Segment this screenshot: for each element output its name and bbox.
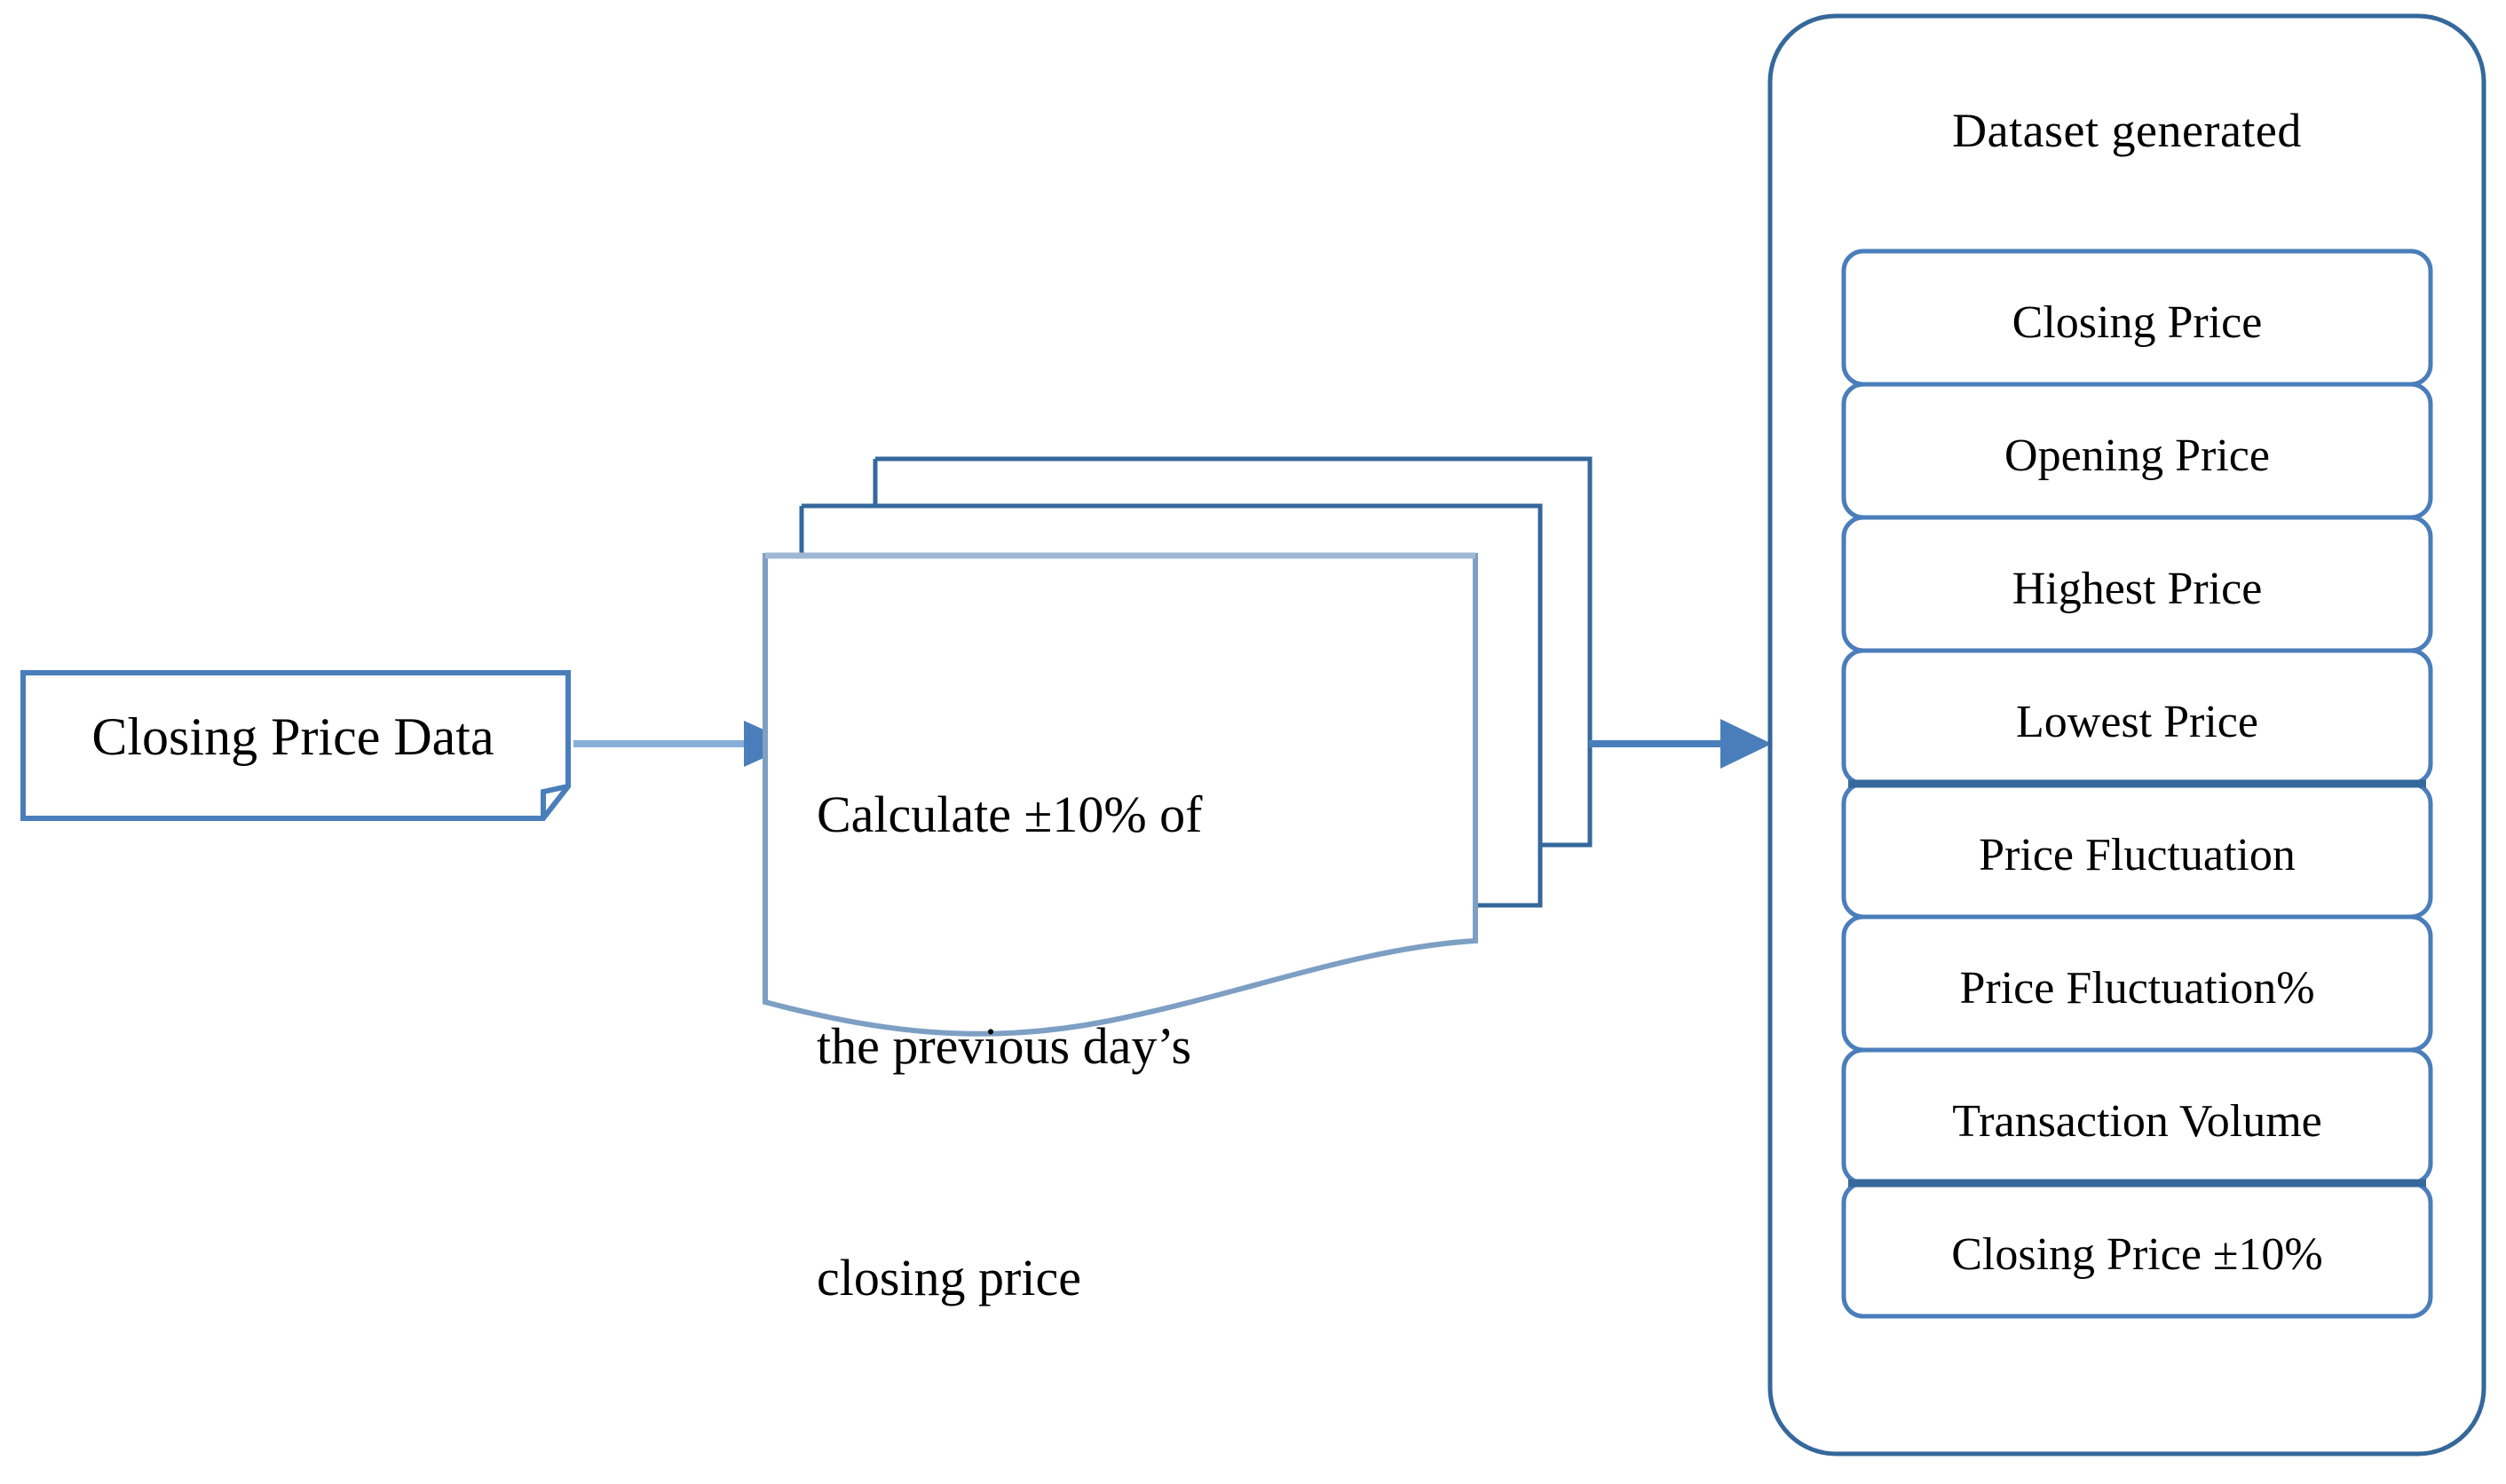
process-document-text: Calculate ±10% of the previous day’s clo… xyxy=(817,621,1545,1484)
source-document-label: Closing Price Data xyxy=(91,707,494,766)
dataset-item-boxes xyxy=(1841,249,2433,1319)
arrow-source-to-process xyxy=(573,721,795,767)
arrow-process-to-panel xyxy=(1589,719,1772,769)
dataset-panel-title: Dataset generated xyxy=(1952,104,2302,157)
process-text-line-2: the previous day’s xyxy=(817,1017,1192,1075)
dataset-item-label-lowest-price: Lowest Price xyxy=(2016,697,2258,747)
dataset-item-label-closing-price-pm10: Closing Price ±10% xyxy=(1951,1229,2323,1280)
dataset-item-label-price-fluctuation-percent: Price Fluctuation% xyxy=(1959,963,2315,1014)
process-text-line-1: Calculate ±10% of xyxy=(817,785,1203,843)
source-document-shape xyxy=(20,670,571,821)
dataset-item-label-opening-price: Opening Price xyxy=(2004,430,2270,481)
dataset-item-label-transaction-volume: Transaction Volume xyxy=(1952,1096,2322,1147)
dataset-item-label-closing-price: Closing Price xyxy=(2012,297,2263,348)
process-multidocument-shape xyxy=(763,456,1593,1037)
dataset-item-label-price-fluctuation: Price Fluctuation xyxy=(1979,830,2296,880)
dataset-item-label-highest-price: Highest Price xyxy=(2012,564,2263,614)
process-text-line-3: closing price xyxy=(817,1249,1081,1306)
process-text-line-4: for each data (0.2% a step) xyxy=(817,1471,1545,1484)
